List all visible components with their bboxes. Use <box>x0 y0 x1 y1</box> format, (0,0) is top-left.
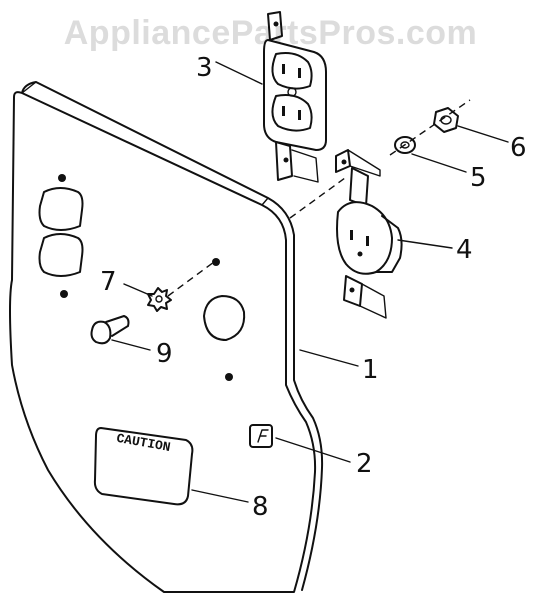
bolt <box>90 315 130 345</box>
callout-1: 1 <box>362 355 379 385</box>
callout-2: 2 <box>356 449 373 479</box>
callout-4: 4 <box>456 235 473 265</box>
outlet-cutouts <box>38 174 84 298</box>
callout-3: 3 <box>196 53 213 83</box>
screw-hole <box>58 174 66 182</box>
screw-hole <box>60 290 68 298</box>
single-receptacle <box>335 149 403 319</box>
callout-8: 8 <box>252 492 269 522</box>
callout-7: 7 <box>100 267 117 297</box>
callout-numbers: 1 2 3 4 5 6 7 8 9 <box>100 53 527 522</box>
assembly-lines <box>167 99 471 297</box>
hex-nut <box>433 107 459 133</box>
duplex-receptacle <box>263 11 327 183</box>
leader-lines <box>111 61 509 503</box>
callout-6: 6 <box>510 133 527 163</box>
callout-9: 9 <box>156 339 173 369</box>
mounting-plate <box>9 81 324 593</box>
washer <box>394 136 416 154</box>
star-washer <box>147 287 172 312</box>
plate-holes <box>203 258 246 381</box>
fuse-label <box>249 424 273 448</box>
callout-5: 5 <box>470 163 487 193</box>
